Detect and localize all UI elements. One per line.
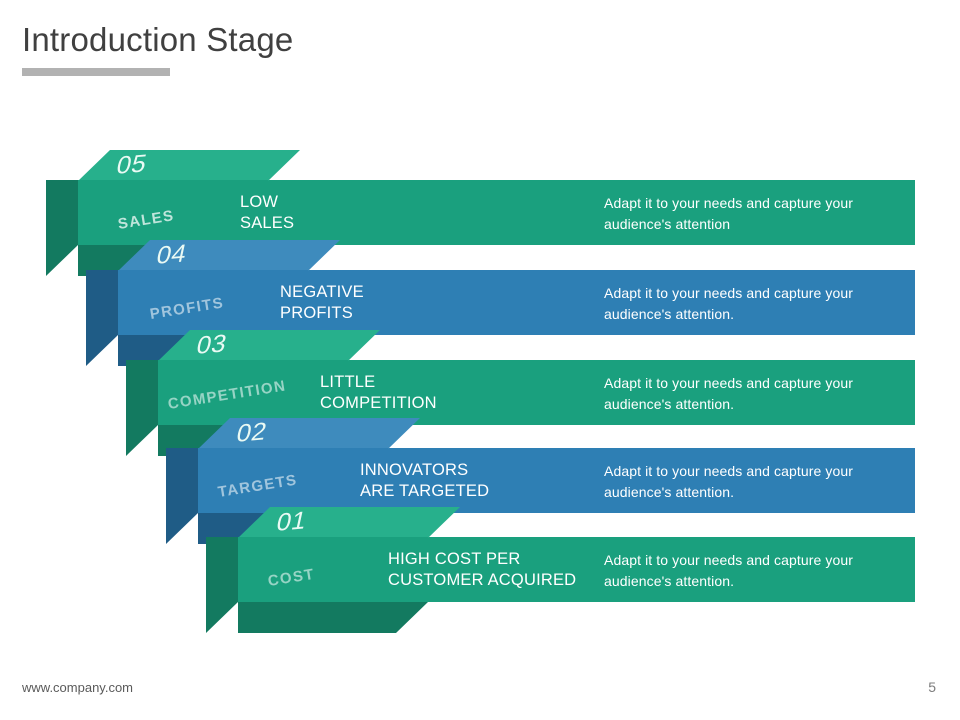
- block-top-face: [78, 150, 300, 181]
- stage-headline: INNOVATORS ARE TARGETED: [360, 461, 490, 500]
- stage-headline: HIGH COST PER CUSTOMER ACQUIRED: [388, 550, 577, 589]
- block-front-face: [118, 270, 308, 335]
- stage-headline: NEGATIVE PROFITS: [280, 283, 364, 322]
- stage-description: Adapt it to your needs and capture your …: [604, 195, 854, 232]
- block-left-face: [126, 360, 158, 456]
- stage-description: Adapt it to your needs and capture your …: [604, 285, 854, 322]
- block-top-face: [158, 330, 380, 361]
- block-left-face: [206, 537, 238, 633]
- block-left-face: [166, 448, 198, 544]
- block-left-face: [86, 270, 118, 366]
- block-left-face: [46, 180, 78, 276]
- block-front-face: [238, 537, 428, 602]
- block-front-face: [78, 180, 268, 245]
- footer-website-url[interactable]: www.company.com: [22, 680, 134, 695]
- block-top-face: [118, 240, 340, 271]
- block-front-face: [198, 448, 388, 513]
- title-underline-rule: [22, 68, 170, 76]
- page-title: Introduction Stage: [22, 21, 294, 58]
- stage-headline: LOW SALES: [240, 193, 295, 232]
- block-front-face: [158, 360, 348, 425]
- stage-description: Adapt it to your needs and capture your …: [604, 375, 854, 412]
- block-top-face: [238, 507, 460, 538]
- block-bottom-face: [238, 602, 428, 633]
- stage-description: Adapt it to your needs and capture your …: [604, 463, 854, 500]
- page-number: 5: [928, 679, 936, 695]
- stage-description: Adapt it to your needs and capture your …: [604, 552, 854, 589]
- block-top-face: [198, 418, 420, 449]
- stage-headline: LITTLE COMPETITION: [320, 373, 437, 412]
